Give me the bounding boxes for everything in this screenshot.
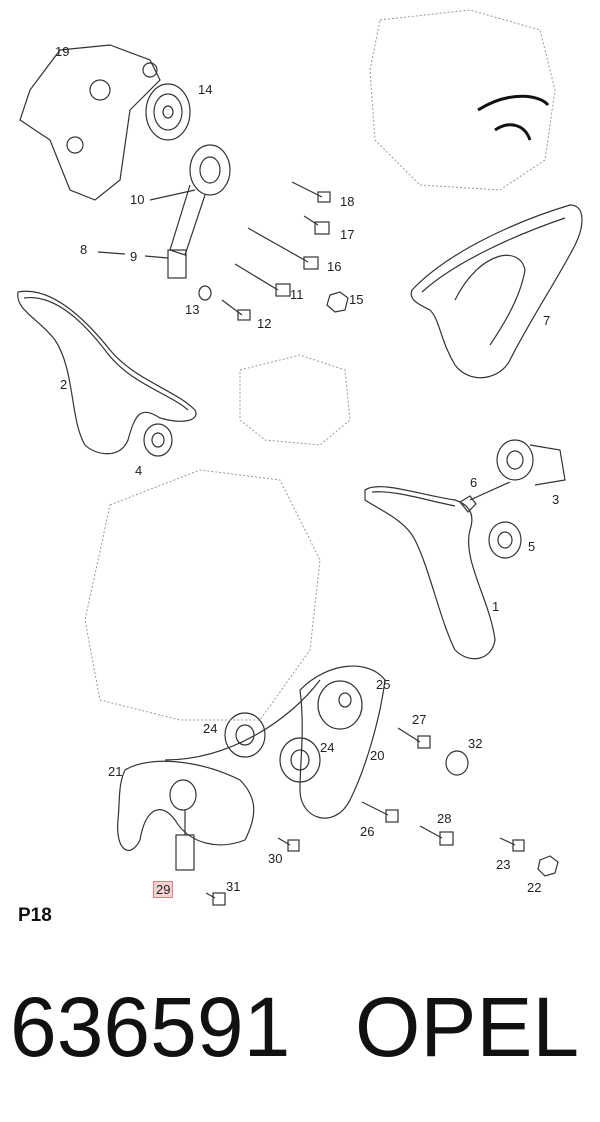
pulley-24-left — [224, 712, 266, 758]
callout-24: 24 — [320, 740, 335, 755]
belt-20 — [299, 665, 386, 819]
alternator-silhouette — [239, 354, 351, 446]
callout-19: 19 — [55, 44, 70, 59]
page-code: P18 — [18, 905, 52, 926]
bolt-30 — [277, 837, 300, 852]
callout-11: 11 — [290, 287, 304, 302]
callout-23: 23 — [496, 857, 511, 872]
callout-18: 18 — [340, 194, 355, 209]
belt-1 — [364, 486, 496, 660]
bolt-23 — [499, 837, 525, 852]
callout-15: 15 — [349, 292, 364, 307]
belt-2 — [17, 290, 197, 455]
bolt-16 — [247, 227, 319, 270]
bolt-28 — [419, 825, 454, 846]
callout-24: 24 — [203, 721, 218, 736]
callout-30: 30 — [268, 851, 283, 866]
bolt-12 — [221, 299, 251, 321]
callout-20: 20 — [370, 748, 385, 763]
belt-21 — [117, 760, 255, 851]
callout-29: 29 — [153, 881, 174, 898]
bolt-17 — [303, 215, 330, 235]
callout-27: 27 — [412, 712, 427, 727]
nut-22 — [537, 855, 559, 877]
callout-7: 7 — [543, 313, 551, 328]
tensioner-3 — [496, 439, 566, 486]
diagram-artwork — [17, 9, 583, 906]
washer-13 — [198, 285, 212, 301]
cap-32 — [445, 750, 469, 776]
callout-6: 6 — [470, 475, 478, 490]
callout-4: 4 — [135, 463, 143, 478]
engine-silhouette-top — [369, 9, 556, 191]
pulley-24-right — [279, 737, 321, 783]
bolt-6 — [459, 481, 511, 513]
callout-1: 1 — [492, 599, 500, 614]
bolt-27 — [397, 727, 431, 749]
belt-7 — [410, 204, 583, 379]
callout-22: 22 — [527, 880, 542, 895]
pulley-14 — [145, 83, 191, 141]
nut-15 — [326, 291, 349, 313]
part-number: 636591 — [10, 980, 291, 1074]
brand-name: OPEL — [355, 980, 580, 1074]
callout-13: 13 — [185, 302, 200, 317]
callout-17: 17 — [340, 227, 355, 242]
callout-10: 10 — [130, 192, 145, 207]
callout-28: 28 — [437, 811, 452, 826]
callout-5: 5 — [528, 539, 536, 554]
tensioner-assembly — [97, 144, 231, 279]
callout-31: 31 — [226, 879, 241, 894]
tensioner-29 — [169, 779, 197, 871]
callout-25: 25 — [376, 677, 391, 692]
callout-3: 3 — [552, 492, 560, 507]
callout-21: 21 — [108, 764, 123, 779]
callout-14: 14 — [198, 82, 213, 97]
engine-silhouette-bottom — [84, 469, 321, 721]
callout-8: 8 — [80, 242, 88, 257]
callout-12: 12 — [257, 316, 272, 331]
bolt-26 — [361, 801, 399, 823]
pulley-5 — [488, 521, 522, 559]
callout-32: 32 — [468, 736, 483, 751]
callout-2: 2 — [60, 377, 68, 392]
pulley-25 — [317, 680, 363, 730]
mounting-bracket — [19, 44, 161, 201]
bolt-18 — [291, 181, 331, 203]
callout-9: 9 — [130, 249, 138, 264]
callout-16: 16 — [327, 259, 342, 274]
pulley-4 — [143, 423, 173, 457]
callout-26: 26 — [360, 824, 375, 839]
bolt-31 — [205, 892, 226, 906]
bolt-11 — [234, 263, 291, 297]
